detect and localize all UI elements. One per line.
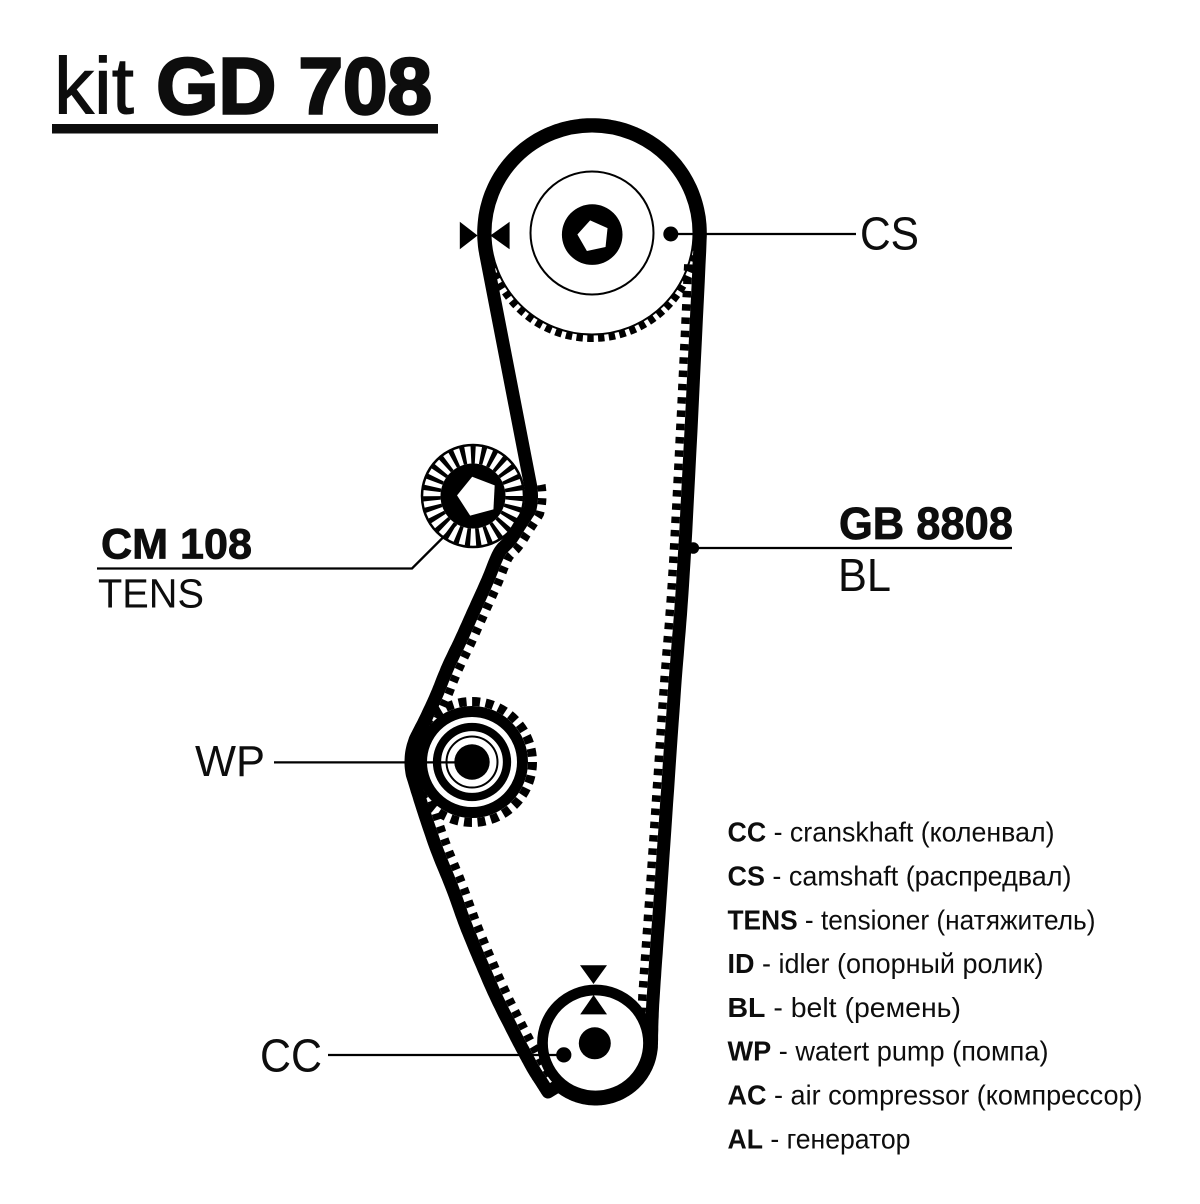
- svg-text:CS: CS: [860, 207, 919, 259]
- svg-text:CS - camshaft (распредвал): CS - camshaft (распредвал): [728, 861, 1072, 892]
- svg-text:GB 8808: GB 8808: [839, 498, 1013, 549]
- svg-text:AL - генератор: AL - генератор: [728, 1123, 911, 1154]
- svg-text:CC: CC: [260, 1030, 322, 1082]
- svg-text:TENS - tensioner (натяжитель): TENS - tensioner (натяжитель): [728, 904, 1096, 935]
- svg-text:BL: BL: [838, 549, 891, 601]
- svg-text:WP: WP: [195, 737, 265, 786]
- svg-text:CM 108: CM 108: [101, 521, 252, 569]
- svg-text:CC - cranskhaft (коленвал): CC - cranskhaft (коленвал): [728, 817, 1055, 848]
- svg-text:ID - idler (опорный ролик): ID - idler (опорный ролик): [728, 948, 1044, 979]
- svg-text:WP - watert pump (помпа): WP - watert pump (помпа): [728, 1036, 1049, 1067]
- svg-text:TENS: TENS: [98, 571, 204, 617]
- svg-text:BL - belt (ремень): BL - belt (ремень): [728, 992, 962, 1023]
- svg-text:kit GD 708: kit GD 708: [54, 42, 432, 131]
- svg-text:AC - air compressor (компрессо: AC - air compressor (компрессор): [728, 1080, 1143, 1111]
